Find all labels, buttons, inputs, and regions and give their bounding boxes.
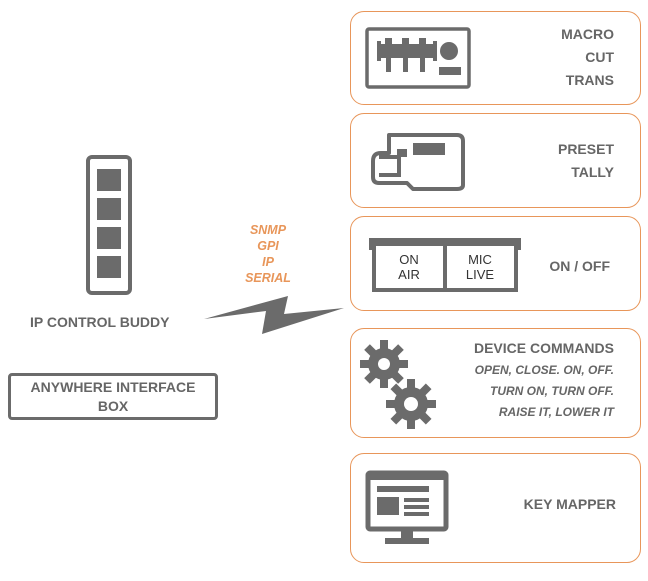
switcher-panel-icon	[365, 27, 471, 89]
card-preset-line1: PRESET	[557, 141, 614, 157]
sign-right-panel: MIC LIVE	[447, 252, 513, 282]
protocol-snmp: SNMP	[249, 223, 287, 237]
card-preset-text: PRESET TALLY	[558, 138, 614, 184]
card-device-commands-line3: RAISE IT, LOWER IT	[498, 405, 614, 419]
card-macro-line1: MACRO	[561, 26, 614, 42]
card-preset-line2: TALLY	[571, 164, 614, 180]
card-key-mapper-text: KEY MAPPER	[524, 493, 616, 516]
gears-icon	[360, 340, 436, 429]
sign-left-line2: AIR	[398, 267, 420, 282]
card-onoff: ON AIR MIC LIVE ON / OFF	[350, 216, 641, 311]
card-device-commands-title: DEVICE COMMANDS	[473, 340, 614, 356]
card-macro: MACRO CUT TRANS	[350, 11, 641, 105]
lightning-bolt-icon	[204, 296, 344, 334]
card-onoff-text: ON / OFF	[549, 255, 610, 278]
card-macro-line2: CUT	[585, 49, 614, 65]
interface-box-line1: ANYWHERE INTERFACE	[30, 379, 196, 395]
sign-left-panel: ON AIR	[376, 252, 442, 282]
interface-box-line2: BOX	[97, 398, 129, 414]
card-device-commands-text: DEVICE COMMANDS OPEN, CLOSE. ON, OFF. TU…	[474, 337, 614, 423]
card-device-commands-line2: TURN ON, TURN OFF.	[490, 384, 614, 398]
on-air-sign-icon	[369, 238, 521, 292]
card-onoff-line1: ON / OFF	[549, 258, 610, 274]
card-preset: PRESET TALLY	[350, 113, 641, 208]
sign-right-line1: MIC	[468, 252, 492, 267]
card-macro-text: MACRO CUT TRANS	[561, 23, 614, 92]
protocol-serial: SERIAL	[245, 271, 291, 285]
interface-box: ANYWHERE INTERFACE BOX	[8, 373, 218, 420]
card-device-commands: DEVICE COMMANDS OPEN, CLOSE. ON, OFF. TU…	[350, 328, 641, 438]
protocol-gpi: GPI	[257, 239, 279, 253]
ip-control-buddy-icon	[86, 155, 132, 295]
monitor-icon	[365, 470, 449, 544]
card-device-commands-line1: OPEN, CLOSE. ON, OFF.	[474, 363, 614, 377]
sign-left-line1: ON	[399, 252, 419, 267]
protocol-list: SNMP GPI IP SERIAL	[236, 222, 300, 286]
camera-icon	[371, 133, 465, 191]
card-macro-line3: TRANS	[565, 72, 614, 88]
card-key-mapper-line1: KEY MAPPER	[523, 496, 616, 512]
device-label: IP CONTROL BUDDY	[30, 314, 170, 330]
protocol-ip: IP	[262, 255, 274, 269]
card-key-mapper: KEY MAPPER	[350, 453, 641, 563]
sign-right-line2: LIVE	[465, 267, 495, 282]
